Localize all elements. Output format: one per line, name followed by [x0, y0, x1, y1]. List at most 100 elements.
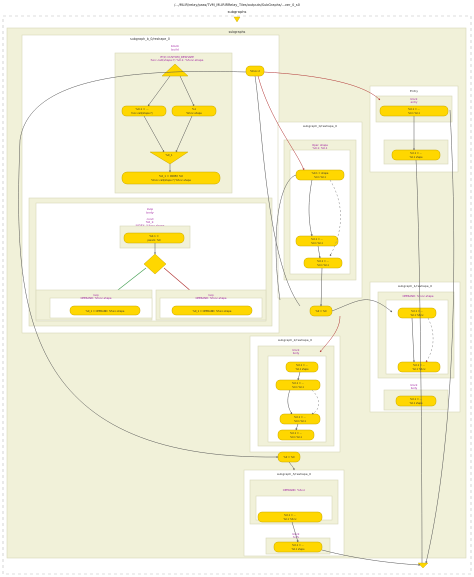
decision-top[interactable] — [161, 63, 189, 77]
node-center-3-label: %0.1 = ... — [317, 260, 329, 263]
edge-center-1-2-dashed — [329, 179, 341, 257]
node-rm-1[interactable] — [397, 307, 437, 319]
node-center-1-label: %0.1 = shape — [312, 172, 329, 175]
edge-diamond-right — [179, 75, 195, 107]
node-m-3[interactable] — [279, 413, 321, 425]
node-join[interactable] — [121, 171, 221, 185]
edge-m-1-2 — [297, 371, 301, 381]
join-diamond-label: %0_1 — [165, 153, 172, 157]
join-diamond[interactable] — [149, 151, 189, 165]
node-rm-3[interactable] — [395, 395, 437, 407]
node-join-value: %func.call(shape:?) %func.shape — [151, 179, 191, 182]
edge-diamond-left — [147, 75, 171, 107]
edge-b-1-2 — [291, 521, 299, 543]
node-rm-3-label: %0.1 = ... — [410, 398, 422, 401]
cluster-right-mid-label: subgraph_1/reshape_0 — [398, 284, 432, 288]
cluster-if — [114, 52, 233, 194]
node-m-2-value: %0.1 %0.1 — [292, 386, 304, 389]
edge-left-loop — [18, 71, 279, 459]
decision-cond[interactable] — [143, 253, 167, 275]
node-m-3-value: %0.1 %0.1 — [294, 420, 306, 423]
node-entry-c-value: %0.1 shape — [410, 156, 424, 159]
graph-name-label: subgraphs — [228, 10, 247, 14]
node-cond-value: param: %0 — [147, 239, 161, 242]
node-b-2-value: %0.1 shape — [292, 548, 306, 551]
node-center-2[interactable] — [295, 235, 339, 247]
node-m-1[interactable] — [285, 361, 319, 373]
node-center-3-value: %0.1 %0.1 — [317, 264, 329, 267]
node-center-2-label: %0.1 = ... — [311, 238, 323, 241]
node-left-b-label: %1 — [192, 107, 196, 111]
node-b-1[interactable] — [257, 511, 323, 523]
node-center-1-value: %0.1 %0.1 — [314, 176, 326, 179]
outer-frame — [2, 15, 472, 575]
cluster-right-mid-inner-2 — [385, 299, 449, 375]
node-m-4-label: %0.1 = ... — [290, 432, 302, 435]
node-join-label: %0_1 = INDEX %0 — [159, 174, 183, 178]
edge-center-out-right — [331, 299, 393, 313]
node-left-a-label: %0.1 = ... — [136, 107, 149, 111]
node-branch-left[interactable] — [69, 305, 141, 316]
node-mid-out-label: %0 = %0 — [283, 456, 295, 459]
node-b-1-label: %0.1 = ... — [284, 514, 296, 517]
cluster-left-top-label: subgraph_b_0/reshape_0 — [130, 37, 170, 41]
node-center-2-value: %0.1 %0.1 — [311, 242, 323, 245]
node-entry-b-value: %0.1 %0.1 — [408, 112, 420, 115]
start-marker — [233, 16, 241, 23]
node-branch-left-label: %0_1 = OPERAND: %func.shape — [86, 310, 125, 313]
node-rm-3-value: %0.1 shape — [410, 402, 424, 405]
edge-rm-1-2-dashed — [425, 317, 434, 363]
node-branch-right[interactable] — [171, 305, 253, 316]
edge-entry-to-right — [263, 71, 381, 101]
node-b-2-label: %0.1 = ... — [292, 544, 304, 547]
node-rm-2-value: %0.1 %func — [412, 368, 426, 371]
edge-left-to-join — [143, 115, 165, 153]
file-path-label: /.../MLIR/relay/pass/TVM_MLIRIRRelay_Til… — [174, 3, 300, 7]
cluster-center-label: subgraph_0/reshape_0 — [303, 124, 337, 128]
edge-bottom-to-end — [321, 549, 421, 566]
node-left-b[interactable] — [171, 105, 217, 117]
cluster-bottom-label: subgraph_3/reshape_0 — [277, 472, 311, 476]
edge-right-to-join — [175, 115, 193, 153]
edge-m-2-3 — [287, 389, 293, 415]
edge-mid-to-bottom — [288, 461, 295, 471]
node-cond-label: %0.1 = — [149, 234, 159, 238]
node-m-3-label: %0.1 = ... — [294, 416, 306, 419]
cluster-center-inner-2 — [289, 149, 351, 275]
cluster-mid-bottom-label: subgraph_2/reshape_0 — [278, 338, 312, 342]
node-rm-1-value: %0.1 %func — [410, 314, 424, 317]
block-label-right-mid: OPERAND: %func.shape — [402, 294, 433, 298]
node-cond[interactable] — [123, 232, 185, 244]
node-entry-top-label: %func.2 — [250, 70, 260, 73]
end-marker — [417, 562, 429, 569]
node-left-a-value: func.call(shape:?) — [131, 112, 152, 115]
cluster-outer-label: subgraphs — [229, 30, 246, 34]
block-label-center: Oper: shape%0.1: %0.1 — [312, 143, 328, 150]
node-entry-b-label: %0.1 = ... — [408, 108, 420, 111]
node-rm-2-label: %0.1 = ... — [413, 364, 425, 367]
edge-entry-c-down — [415, 159, 423, 564]
node-rm-2[interactable] — [397, 361, 441, 373]
edge-center-2-3 — [317, 245, 321, 259]
edge-entry-down — [254, 75, 301, 307]
block-label-bot: OPERAND: %func — [283, 488, 306, 492]
node-m-4-value: %0.1 %0.1 — [290, 436, 302, 439]
edge-right-to-end — [425, 109, 455, 564]
node-center-3[interactable] — [303, 257, 343, 269]
cluster-entry-label: Entry — [410, 89, 418, 93]
edge-entry-to-center — [257, 75, 305, 171]
edge-m-3-4 — [295, 423, 299, 431]
node-branch-right-label: %0_1 = OPERAND: %func.shape — [193, 310, 232, 313]
node-left-b-value: %func.shape — [186, 112, 202, 115]
edge-rm-1-2 — [411, 317, 415, 363]
edge-m-2-3-dashed — [311, 389, 319, 415]
node-m-1-label: %0.1 = ... — [296, 364, 308, 367]
node-b-1-value: %0.1 %func — [283, 518, 297, 521]
